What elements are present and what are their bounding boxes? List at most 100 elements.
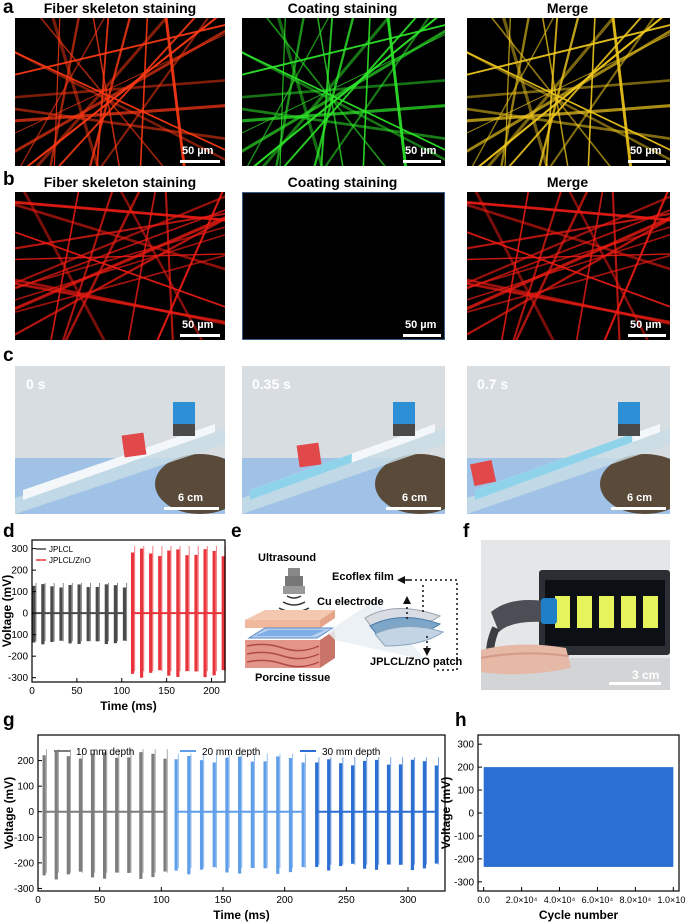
scalebar-b1 <box>180 334 220 337</box>
scalebar-label-a3: 50 µm <box>630 145 662 157</box>
y-tick-label: -300 <box>8 673 28 684</box>
schematic-e <box>245 568 458 671</box>
y-tick-label: 0 <box>28 807 34 818</box>
pulse-mark <box>130 552 135 674</box>
y-axis-label: Voltage (mV) <box>439 777 453 849</box>
photo-c-035s <box>242 366 445 514</box>
pulse-mark <box>225 757 229 873</box>
pulse-mark <box>288 757 293 873</box>
x-tick-label: 4.0×10⁴ <box>544 895 576 905</box>
pulse-mark <box>50 586 54 642</box>
x-tick-label: 8.0×10⁴ <box>620 895 652 905</box>
y-tick-label: 300 <box>457 740 474 751</box>
pulse-mark <box>203 549 207 678</box>
pulse-mark <box>66 756 70 875</box>
pulse-mark <box>386 764 391 865</box>
pulse-mark <box>59 587 63 641</box>
pulse-mark <box>315 762 319 868</box>
legend-label: JPLCL/ZnO <box>49 556 91 565</box>
ramp-scene-icon <box>467 366 670 514</box>
pulse-mark <box>374 759 379 870</box>
fiber-network-icon <box>467 192 670 340</box>
photo-c-07s <box>467 366 670 514</box>
pulse-mark <box>41 584 45 645</box>
pulse-mark <box>434 765 438 864</box>
ultrasound-probe-icon <box>278 568 310 613</box>
title-b-fiber: Fiber skeleton staining <box>43 174 197 190</box>
pulse-mark <box>103 752 107 879</box>
pulse-mark <box>86 587 90 642</box>
time-label-c1: 0.35 s <box>252 376 291 392</box>
series-0 <box>483 767 674 867</box>
pulse-mark <box>32 585 36 643</box>
y-tick-label: -100 <box>454 831 474 842</box>
pulse-mark <box>113 585 117 644</box>
pulse-mark <box>362 760 367 869</box>
x-tick-label: 50 <box>94 895 106 906</box>
x-axis-label: Cycle number <box>539 908 619 922</box>
photo-c-0s <box>15 366 225 514</box>
x-tick-label: 200 <box>276 895 293 906</box>
pulse-mark <box>95 586 99 642</box>
y-tick-label: 0 <box>22 609 28 620</box>
y-tick-label: 0 <box>468 809 474 820</box>
y-axis-label: Voltage (mV) <box>2 777 16 849</box>
pulse-mark <box>78 758 83 872</box>
x-tick-label: 0 <box>35 895 41 906</box>
pulse-mark <box>176 549 180 677</box>
pulse-mark <box>149 553 153 673</box>
ramp-scene-icon <box>15 366 225 514</box>
x-tick-label: 1.0×10⁵ <box>658 895 685 905</box>
x-tick-label: 100 <box>153 895 170 906</box>
y-tick-label: -100 <box>14 833 34 844</box>
legend-label: 10 mm depth <box>76 747 134 758</box>
scalebar-label-a2: 50 µm <box>405 145 437 157</box>
series-1 <box>130 546 226 678</box>
pulse-mark <box>276 756 280 874</box>
pulse-mark <box>104 584 108 645</box>
pulse-mark <box>77 584 81 644</box>
pulse-mark <box>115 757 119 873</box>
legend-label: 20 mm depth <box>202 747 260 758</box>
scalebar-c3 <box>611 507 666 510</box>
pulse-mark <box>158 556 162 671</box>
pulse-mark <box>42 755 46 876</box>
pulse-mark <box>68 584 72 644</box>
panel-label-f: f <box>463 521 470 542</box>
x-tick-label: 50 <box>71 686 83 697</box>
pulse-mark <box>90 753 95 878</box>
pulse-mark <box>212 762 216 868</box>
plot-frame <box>31 539 226 683</box>
scalebar-label-b1: 50 µm <box>182 319 214 331</box>
fiber-network-icon <box>242 18 445 166</box>
scalebar-a3 <box>628 160 666 163</box>
y-tick-label: 300 <box>11 544 28 555</box>
oscilloscope-photo-icon <box>481 540 670 690</box>
pulse-mark <box>398 764 403 865</box>
porcine-tissue-icon <box>245 610 335 668</box>
y-tick-label: -300 <box>14 884 34 895</box>
scalebar-label-a1: 50 µm <box>182 145 214 157</box>
scalebar-b2 <box>403 334 441 337</box>
micrograph-a-merge <box>467 18 670 166</box>
pulse-mark <box>167 550 171 676</box>
y-tick-label: 100 <box>17 782 34 793</box>
pulse-mark <box>139 752 143 879</box>
series-0 <box>32 582 128 645</box>
x-tick-label: 2.0×10⁴ <box>506 895 538 905</box>
y-tick-label: 100 <box>457 786 474 797</box>
panel-label-d: d <box>3 521 15 542</box>
panel-label-a: a <box>3 0 14 18</box>
panel-label-b: b <box>3 169 15 190</box>
label-ecoflex-film: Ecoflex film <box>332 571 394 583</box>
x-tick-label: 0 <box>29 686 35 697</box>
title-b-merge: Merge <box>546 174 589 190</box>
micrograph-b-fiber <box>15 192 225 340</box>
scalebar-label-c2: 6 cm <box>402 492 428 504</box>
x-tick-label: 6.0×10⁴ <box>582 895 614 905</box>
scalebar-a1 <box>180 160 220 163</box>
pulse-mark <box>221 556 225 671</box>
label-ultrasound: Ultrasound <box>258 552 317 564</box>
